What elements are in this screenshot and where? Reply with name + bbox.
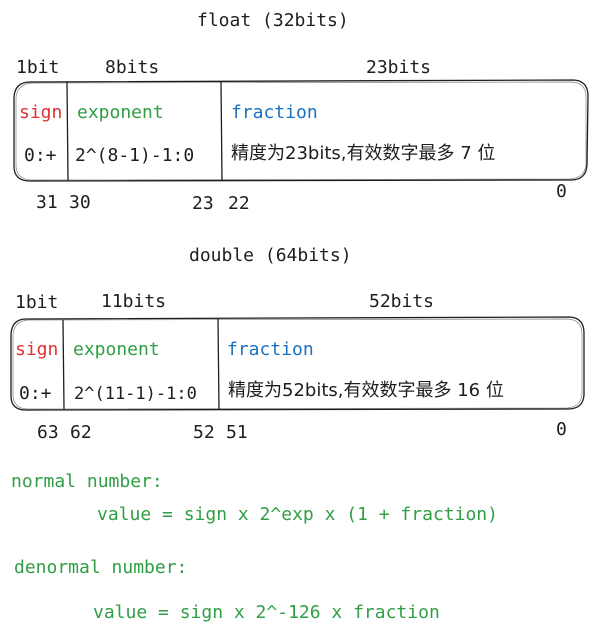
double-bit-52: 52 (193, 422, 215, 443)
normal-number-formula: value = sign x 2^exp x (1 + fraction) (97, 504, 498, 525)
float-divider-sign-exponent (66, 81, 69, 181)
float-fraction-width-label: 23bits (366, 57, 432, 78)
float-exponent-width-label: 8bits (105, 57, 160, 78)
double-title: double (64bits) (189, 245, 352, 266)
float-bit-22: 22 (228, 193, 250, 214)
double-sign-value: 0:+ (19, 383, 52, 404)
double-sign-width-label: 1bit (15, 292, 59, 313)
float-sign-width-label: 1bit (16, 57, 60, 78)
double-sign-field-name: sign (15, 339, 59, 360)
float-exponent-field-name: exponent (77, 102, 164, 123)
double-exponent-field-name: exponent (73, 339, 160, 360)
double-fraction-field-name: fraction (227, 339, 314, 360)
float-title: float (32bits) (197, 10, 349, 31)
denormal-number-formula: value = sign x 2^-126 x fraction (93, 602, 440, 623)
double-bit-51: 51 (226, 422, 248, 443)
double-box-outline-echo (12, 318, 583, 410)
float-bit-31: 31 (36, 192, 58, 213)
float-fraction-field-name: fraction (231, 102, 318, 123)
double-divider-exponent-fraction (217, 318, 220, 410)
float-sign-value: 0:+ (24, 145, 57, 166)
double-bit-63: 63 (37, 422, 59, 443)
float-fraction-precision: 精度为23bits,有效数字最多 7 位 (231, 143, 496, 164)
float-sign-field-name: sign (19, 102, 63, 123)
double-divider-sign-exponent (62, 319, 65, 410)
float-divider-exponent-fraction (220, 81, 223, 181)
float-bit-30: 30 (69, 192, 91, 213)
double-exponent-bias: 2^(11-1)-1:0 (74, 384, 197, 404)
float-box-outline (13, 79, 589, 182)
float-exponent-bias: 2^(8-1)-1:0 (75, 145, 195, 166)
double-fraction-width-label: 52bits (369, 291, 435, 312)
double-exponent-width-label: 11bits (101, 291, 167, 312)
float-box-outline-echo (15, 81, 587, 181)
float-bit-0: 0 (556, 181, 567, 202)
float-bit-23: 23 (192, 193, 214, 214)
double-bit-0: 0 (556, 419, 567, 440)
normal-number-label: normal number: (11, 471, 163, 492)
denormal-number-label: denormal number: (14, 557, 188, 578)
double-box-outline (10, 316, 585, 411)
double-bit-62: 62 (70, 422, 92, 443)
double-fraction-precision: 精度为52bits,有效数字最多 16 位 (228, 380, 504, 401)
